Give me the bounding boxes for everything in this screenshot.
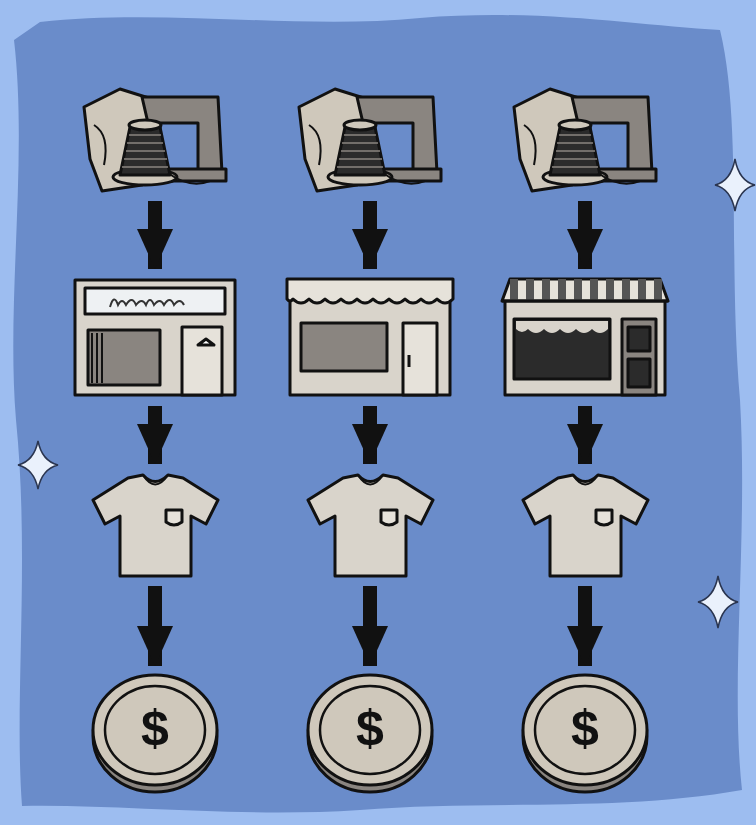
sewing-icon (510, 85, 660, 195)
awning-stripe (510, 279, 518, 301)
spool-cap (559, 120, 591, 130)
flow-arrow (148, 201, 162, 269)
thread (168, 173, 210, 184)
shop-window (88, 330, 160, 385)
flow-arrow (363, 201, 377, 269)
shop-node (500, 275, 670, 400)
window-scallop (516, 321, 608, 333)
shop-body (290, 295, 450, 395)
shirt-node (88, 470, 223, 580)
shop-window (301, 323, 387, 371)
shop-door (622, 319, 656, 395)
sewing-icon (295, 85, 445, 195)
awning-stripe (606, 279, 614, 301)
machine-node (80, 85, 230, 195)
flow-arrow (578, 201, 592, 269)
machine-node (510, 85, 660, 195)
shirt-node (518, 470, 653, 580)
shop-node (285, 275, 455, 400)
shirt-icon (88, 470, 223, 580)
flow-arrow (578, 586, 592, 666)
shirt-collar (573, 475, 598, 485)
shirt-pocket (166, 510, 182, 525)
flow-arrow (148, 586, 162, 666)
door-panel (628, 359, 650, 387)
fabric-fold (524, 125, 536, 165)
shirt-icon (518, 470, 653, 580)
coin-node: $ (85, 672, 225, 794)
shutter (92, 333, 102, 383)
sparkle (698, 576, 738, 628)
fabric-fold (309, 125, 321, 165)
flow-arrow (363, 406, 377, 464)
coin-symbol: $ (85, 703, 225, 753)
flow-arrow (578, 406, 592, 464)
shop-awning (502, 279, 668, 301)
shop-awning (287, 279, 453, 303)
coin-node: $ (300, 672, 440, 794)
thread-lines (552, 135, 598, 167)
coin-node: $ (515, 672, 655, 794)
thread (383, 173, 425, 184)
thread (598, 173, 640, 184)
sparkle (18, 441, 58, 489)
shop-icon (500, 275, 670, 400)
sign-scribble (110, 299, 184, 307)
door-handle (408, 355, 411, 367)
shop-node (70, 275, 240, 400)
coin-symbol: $ (300, 703, 440, 753)
awning-stripe (638, 279, 646, 301)
shop-body (75, 280, 235, 395)
awning-edge (502, 300, 668, 303)
shirt-collar (143, 475, 168, 485)
shirt-body (93, 475, 218, 576)
thread-cone (550, 127, 600, 175)
spool-cap (344, 120, 376, 130)
shop-sign (85, 288, 225, 314)
door-lamp (198, 339, 214, 345)
flow-arrow (148, 406, 162, 464)
shirt-pocket (381, 510, 397, 525)
shop-door (403, 323, 437, 395)
shirt-pocket (596, 510, 612, 525)
shirt-body (308, 475, 433, 576)
coin-symbol: $ (515, 703, 655, 753)
awning-stripe (558, 279, 566, 301)
awning-stripe (574, 279, 582, 301)
sewing-icon (80, 85, 230, 195)
shop-icon (70, 275, 240, 400)
awning-stripe (622, 279, 630, 301)
shirt-collar (358, 475, 383, 485)
fabric-fold (94, 125, 106, 165)
shirt-node (303, 470, 438, 580)
awning-stripe (542, 279, 550, 301)
sparkle (715, 159, 755, 211)
shop-window (514, 319, 610, 379)
thread-cone (120, 127, 170, 175)
thread-cone (335, 127, 385, 175)
background-blob (13, 15, 742, 812)
awning-stripe (590, 279, 598, 301)
thread-lines (337, 135, 383, 167)
thread-lines (122, 135, 168, 167)
awning-stripe (654, 279, 662, 301)
flow-arrow (363, 586, 377, 666)
awning-stripe (526, 279, 534, 301)
spool-cap (129, 120, 161, 130)
shirt-body (523, 475, 648, 576)
machine-node (295, 85, 445, 195)
shop-icon (285, 275, 455, 400)
shop-door (182, 327, 222, 395)
shop-body (505, 295, 665, 395)
shirt-icon (303, 470, 438, 580)
door-panel (628, 327, 650, 351)
